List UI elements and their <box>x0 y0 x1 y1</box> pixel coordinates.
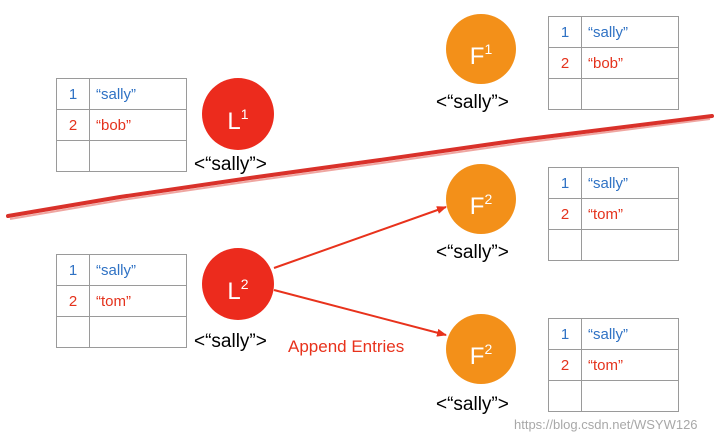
log-value: “sally” <box>581 318 679 350</box>
log-index <box>56 140 90 172</box>
log-index: 2 <box>548 349 582 381</box>
new-follower-bottom-node: F2 <box>446 314 516 384</box>
new-leader-node: L2 <box>202 248 274 320</box>
log-index: 2 <box>56 285 90 317</box>
log-row <box>56 140 187 172</box>
node-term-sup: 2 <box>484 341 493 357</box>
old-leader-term: <“sally”> <box>194 154 267 175</box>
log-value: “tom” <box>581 198 679 230</box>
node-letter: F <box>469 193 485 220</box>
node-letter: L <box>227 278 241 305</box>
log-value <box>581 78 679 110</box>
log-index: 2 <box>56 109 90 141</box>
log-row <box>548 380 679 412</box>
log-row: 2 “tom” <box>548 198 679 230</box>
log-value: “bob” <box>581 47 679 79</box>
new-leader-log: 1 “sally” 2 “tom” <box>56 254 187 348</box>
old-leader-log: 1 “sally” 2 “bob” <box>56 78 187 172</box>
log-row: 2 “bob” <box>56 109 187 141</box>
log-index: 1 <box>548 318 582 350</box>
new-leader-term: <“sally”> <box>194 331 267 352</box>
partition-divider-line <box>6 114 714 218</box>
log-row: 1 “sally” <box>548 167 679 199</box>
log-value: “sally” <box>581 167 679 199</box>
old-follower-log: 1 “sally” 2 “bob” <box>548 16 679 110</box>
node-term-sup: 2 <box>484 191 493 207</box>
log-row: 2 “tom” <box>56 285 187 317</box>
append-entries-label: Append Entries <box>288 337 405 356</box>
log-value <box>89 316 187 348</box>
new-follower-bottom-log: 1 “sally” 2 “tom” <box>548 318 679 412</box>
node-letter: F <box>469 343 485 370</box>
log-row: 1 “sally” <box>548 318 679 350</box>
log-row: 1 “sally” <box>548 16 679 48</box>
log-value: “tom” <box>89 285 187 317</box>
log-row: 2 “bob” <box>548 47 679 79</box>
append-entries-arrow-top <box>273 206 447 269</box>
node-term-sup: 1 <box>240 106 249 122</box>
node-letter: L <box>227 108 241 135</box>
log-row: 2 “tom” <box>548 349 679 381</box>
watermark: https://blog.csdn.net/WSYW126 <box>514 417 698 432</box>
log-index: 1 <box>548 16 582 48</box>
log-value <box>581 229 679 261</box>
log-value: “bob” <box>89 109 187 141</box>
log-value <box>89 140 187 172</box>
log-value: “tom” <box>581 349 679 381</box>
old-follower-node: F1 <box>446 14 516 84</box>
log-index: 1 <box>56 78 90 110</box>
log-index: 2 <box>548 47 582 79</box>
log-index <box>548 78 582 110</box>
log-row: 1 “sally” <box>56 78 187 110</box>
old-leader-node: L1 <box>202 78 274 150</box>
log-row <box>548 229 679 261</box>
log-index <box>56 316 90 348</box>
log-row <box>548 78 679 110</box>
log-row: 1 “sally” <box>56 254 187 286</box>
log-value: “sally” <box>581 16 679 48</box>
partition-divider-shadow <box>9 118 711 220</box>
log-value: “sally” <box>89 78 187 110</box>
log-index: 1 <box>548 167 582 199</box>
log-value: “sally” <box>89 254 187 286</box>
append-entries-arrow-bottom <box>273 289 447 337</box>
log-index: 2 <box>548 198 582 230</box>
log-index <box>548 380 582 412</box>
new-follower-top-node: F2 <box>446 164 516 234</box>
log-row <box>56 316 187 348</box>
new-follower-top-term: <“sally”> <box>436 242 509 263</box>
log-index <box>548 229 582 261</box>
log-index: 1 <box>56 254 90 286</box>
log-value <box>581 380 679 412</box>
new-follower-bottom-term: <“sally”> <box>436 394 509 415</box>
old-follower-term: <“sally”> <box>436 92 509 113</box>
node-letter: F <box>469 43 485 70</box>
new-follower-top-log: 1 “sally” 2 “tom” <box>548 167 679 261</box>
node-term-sup: 1 <box>484 41 493 57</box>
node-term-sup: 2 <box>240 276 249 292</box>
